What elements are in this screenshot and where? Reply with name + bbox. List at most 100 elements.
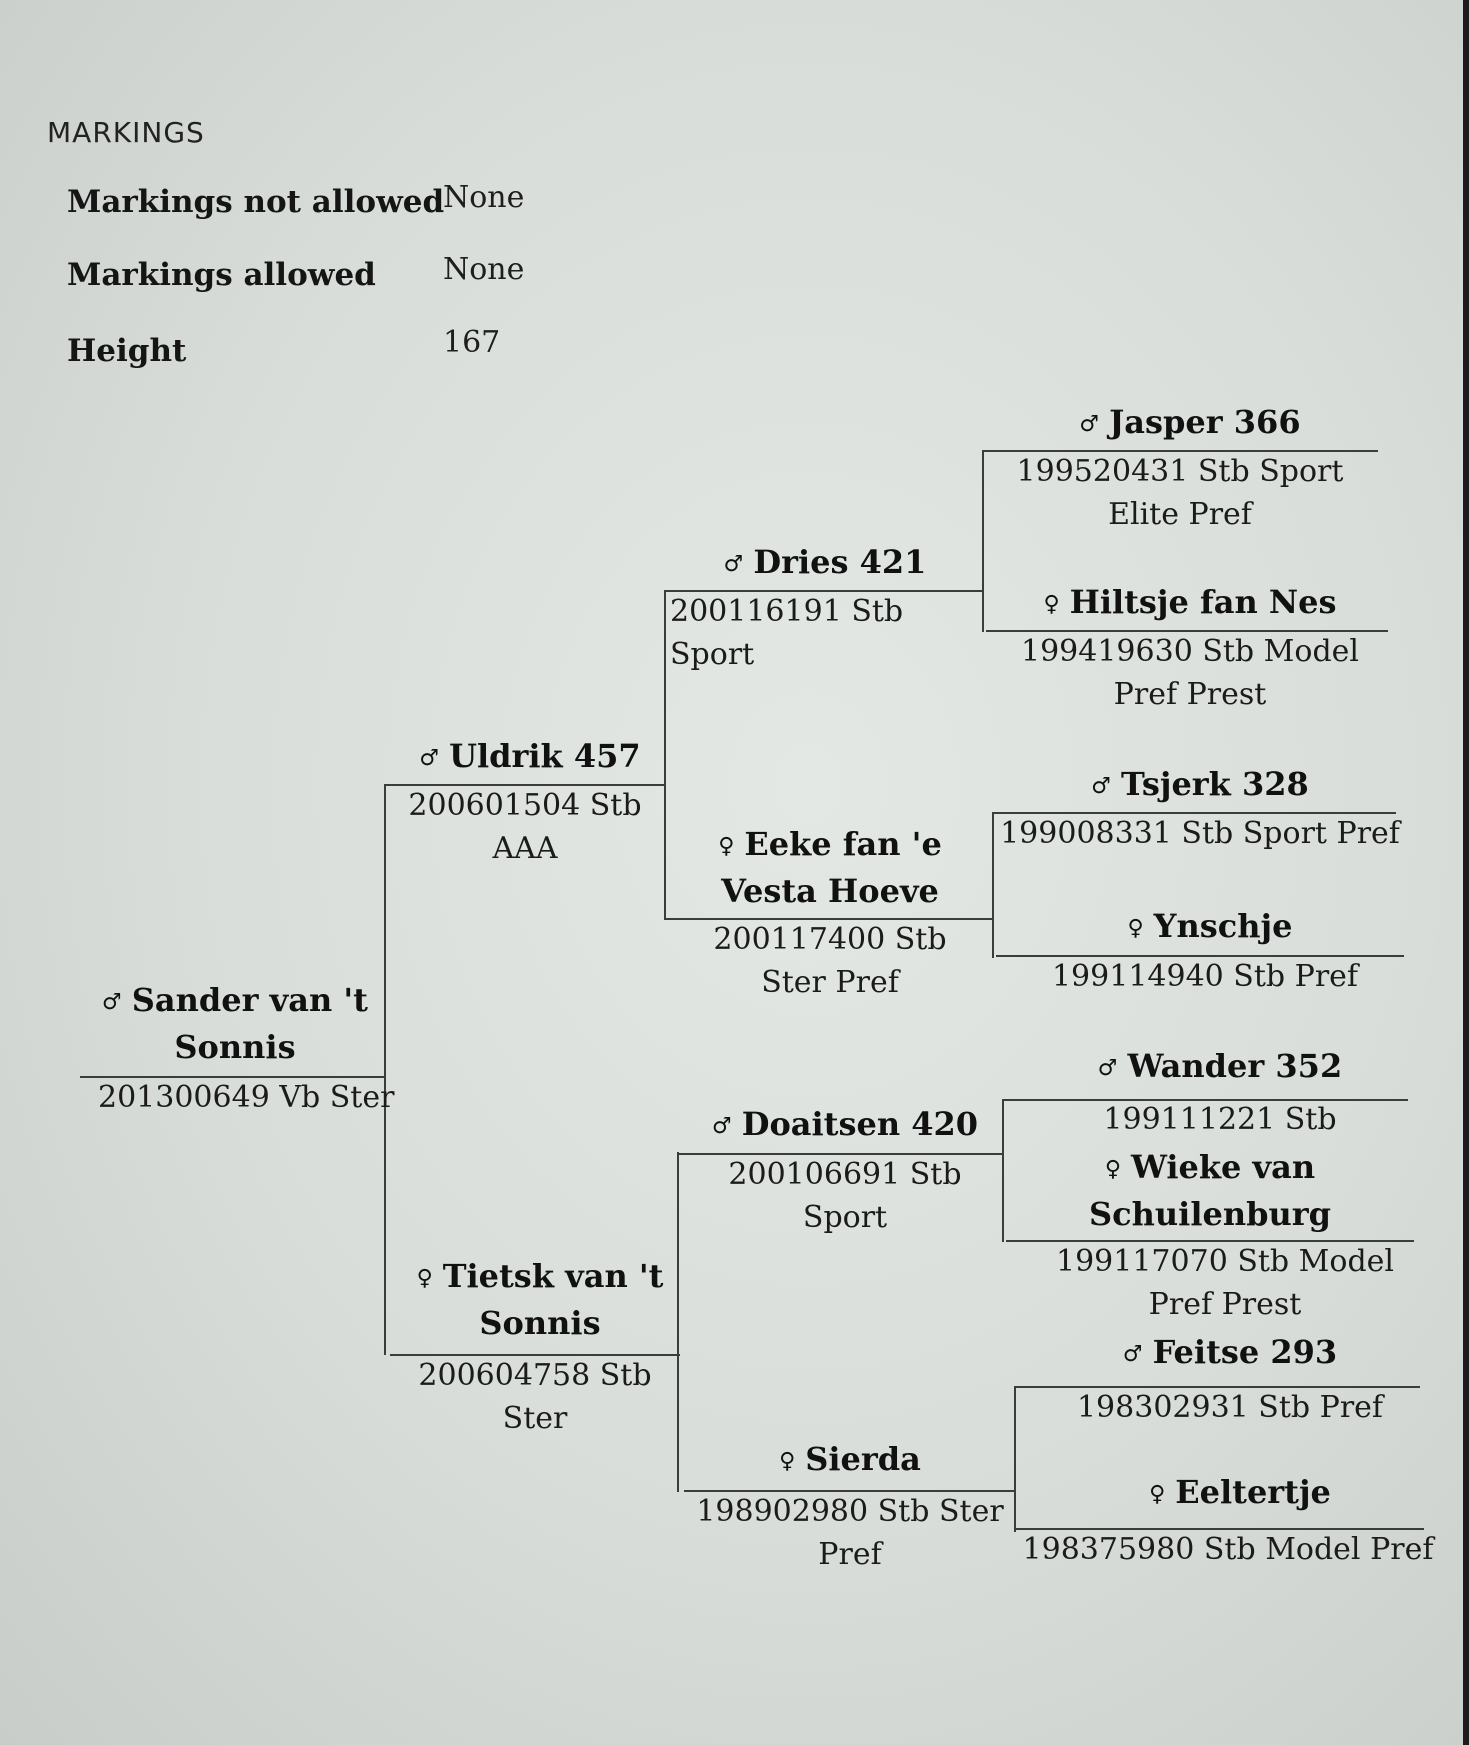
horse-registration: 199419630 Stb Model Pref Prest [1021,634,1359,712]
female-icon: ♀ [1149,1482,1166,1507]
horse-subject-reg: 201300649 Vb Ster [98,1076,398,1119]
horse-name: ♀Eeke fan 'e Vesta Hoeve [718,825,942,910]
connector-line [1016,1528,1424,1530]
female-icon: ♀ [718,834,735,859]
markings-not-allowed-value: None [443,180,525,215]
horse-registration: 198375980 Stb Model Pref [1022,1532,1434,1567]
horse-registration: 199520431 Stb Sport Elite Pref [1016,454,1344,532]
horse-sire-sire-reg: 200116191 Stb Sport [670,590,990,676]
connector-line [677,1152,679,1492]
horse-ss-dam-reg: 199419630 Stb Model Pref Prest [990,630,1390,716]
male-icon: ♂ [102,990,122,1015]
horse-name: ♀Tietsk van 't Sonnis [416,1257,664,1342]
connector-line [982,450,984,632]
markings-allowed-value: None [443,252,525,287]
male-icon: ♂ [711,1114,732,1139]
markings-not-allowed-label: Markings not allowed [67,184,445,220]
horse-registration: 200106691 Stb Sport [728,1157,962,1235]
horse-sire-sire[interactable]: ♂Dries 421 [670,540,980,587]
horse-sire[interactable]: ♂Uldrik 457 [400,734,660,781]
female-icon: ♀ [779,1449,796,1474]
screen-bezel-edge [1463,0,1469,1745]
connector-line [384,785,386,1355]
connector-line [80,1076,386,1078]
horse-sire-reg: 200601504 Stb AAA [400,784,650,870]
female-icon: ♀ [1043,592,1060,617]
connector-line [986,630,1388,632]
connector-line [1014,1386,1420,1388]
horse-registration: 200117400 Stb Ster Pref [713,922,947,1000]
horse-registration: 201300649 Vb Ster [98,1080,395,1115]
horse-dd-dam-reg: 198375980 Stb Model Pref [1018,1528,1438,1571]
connector-line [1006,1240,1414,1242]
horse-subject[interactable]: ♂Sander van 't Sonnis [85,978,385,1069]
connector-line [1002,1100,1004,1242]
connector-line [982,450,1378,452]
horse-dam-dam[interactable]: ♀Sierda [700,1437,1000,1484]
horse-registration: 198902980 Stb Ster Pref [696,1494,1004,1572]
horse-dam-reg: 200604758 Stb Ster [410,1354,660,1440]
horse-sire-dam-reg: 200117400 Stb Ster Pref [680,918,980,1004]
horse-dam-sire-reg: 200106691 Stb Sport [720,1153,970,1239]
connector-line [664,590,666,920]
horse-ss-dam[interactable]: ♀Hiltsje fan Nes [1000,580,1380,627]
horse-registration: 199117070 Stb Model Pref Prest [1056,1244,1394,1322]
connector-line [992,812,1396,814]
male-icon: ♂ [419,746,440,771]
markings-section-title: MARKINGS [47,116,205,149]
horse-name: ♂Feitse 293 [1122,1333,1338,1371]
connector-line [1014,1387,1016,1532]
connector-line [664,590,984,592]
horse-name: ♂Wander 352 [1097,1047,1343,1085]
horse-name: ♂Doaitsen 420 [711,1105,979,1143]
connector-line [677,1153,1004,1155]
horse-registration: 200601504 Stb AAA [408,788,642,866]
horse-dam[interactable]: ♀Tietsk van 't Sonnis [405,1254,675,1345]
connector-line [390,1354,680,1356]
male-icon: ♂ [723,552,744,577]
horse-ds-sire[interactable]: ♂Wander 352 [1030,1044,1410,1091]
horse-name: ♀Sierda [779,1440,921,1478]
horse-ds-dam-reg: 199117070 Stb Model Pref Prest [1040,1240,1410,1326]
horse-name: ♀Wieke van Schuilenburg [1089,1148,1331,1233]
connector-line [992,813,994,958]
horse-name: ♀Eeltertje [1149,1473,1331,1511]
horse-dd-sire[interactable]: ♂Feitse 293 [1040,1330,1420,1377]
horse-dd-dam[interactable]: ♀Eeltertje [1050,1470,1430,1517]
horse-ds-sire-reg: 199111221 Stb [1030,1098,1410,1141]
horse-dam-dam-reg: 198902980 Stb Ster Pref [695,1490,1005,1576]
female-icon: ♀ [1104,1157,1121,1182]
horse-registration: 199111221 Stb [1103,1102,1337,1137]
connector-line [666,918,994,920]
horse-ss-sire[interactable]: ♂Jasper 366 [1000,400,1380,447]
horse-name: ♂Dries 421 [723,543,927,581]
horse-sire-dam[interactable]: ♀Eeke fan 'e Vesta Hoeve [670,822,990,913]
horse-dd-sire-reg: 198302931 Stb Pref [1030,1386,1430,1429]
female-icon: ♀ [1127,916,1144,941]
connector-line [1002,1099,1408,1101]
horse-sd-sire-reg: 199008331 Stb Sport Pref [1000,812,1400,855]
horse-name: ♀Hiltsje fan Nes [1043,583,1337,621]
horse-sd-sire[interactable]: ♂Tsjerk 328 [1010,762,1390,809]
horse-registration: 199114940 Stb Pref [1051,959,1359,994]
horse-name: ♂Uldrik 457 [419,737,641,775]
connector-line [384,784,666,786]
height-value: 167 [443,325,501,360]
horse-registration: 198302931 Stb Pref [1076,1390,1384,1425]
male-icon: ♂ [1097,1056,1118,1081]
connector-line [996,955,1404,957]
connector-line [684,1490,1016,1492]
female-icon: ♀ [416,1266,433,1291]
horse-sd-dam[interactable]: ♀Ynschje [1020,904,1400,951]
horse-name: ♂Sander van 't Sonnis [102,981,368,1066]
horse-registration: 199008331 Stb Sport Pref [1000,816,1400,851]
male-icon: ♂ [1091,774,1111,799]
horse-name: ♀Ynschje [1127,907,1293,945]
horse-dam-sire[interactable]: ♂Doaitsen 420 [690,1102,1000,1149]
horse-registration: 200604758 Stb Ster [418,1358,652,1436]
horse-ss-sire-reg: 199520431 Stb Sport Elite Pref [990,450,1370,536]
horse-sd-dam-reg: 199114940 Stb Pref [1010,955,1400,998]
height-label: Height [67,333,187,369]
horse-ds-dam[interactable]: ♀Wieke van Schuilenburg [1060,1145,1360,1236]
